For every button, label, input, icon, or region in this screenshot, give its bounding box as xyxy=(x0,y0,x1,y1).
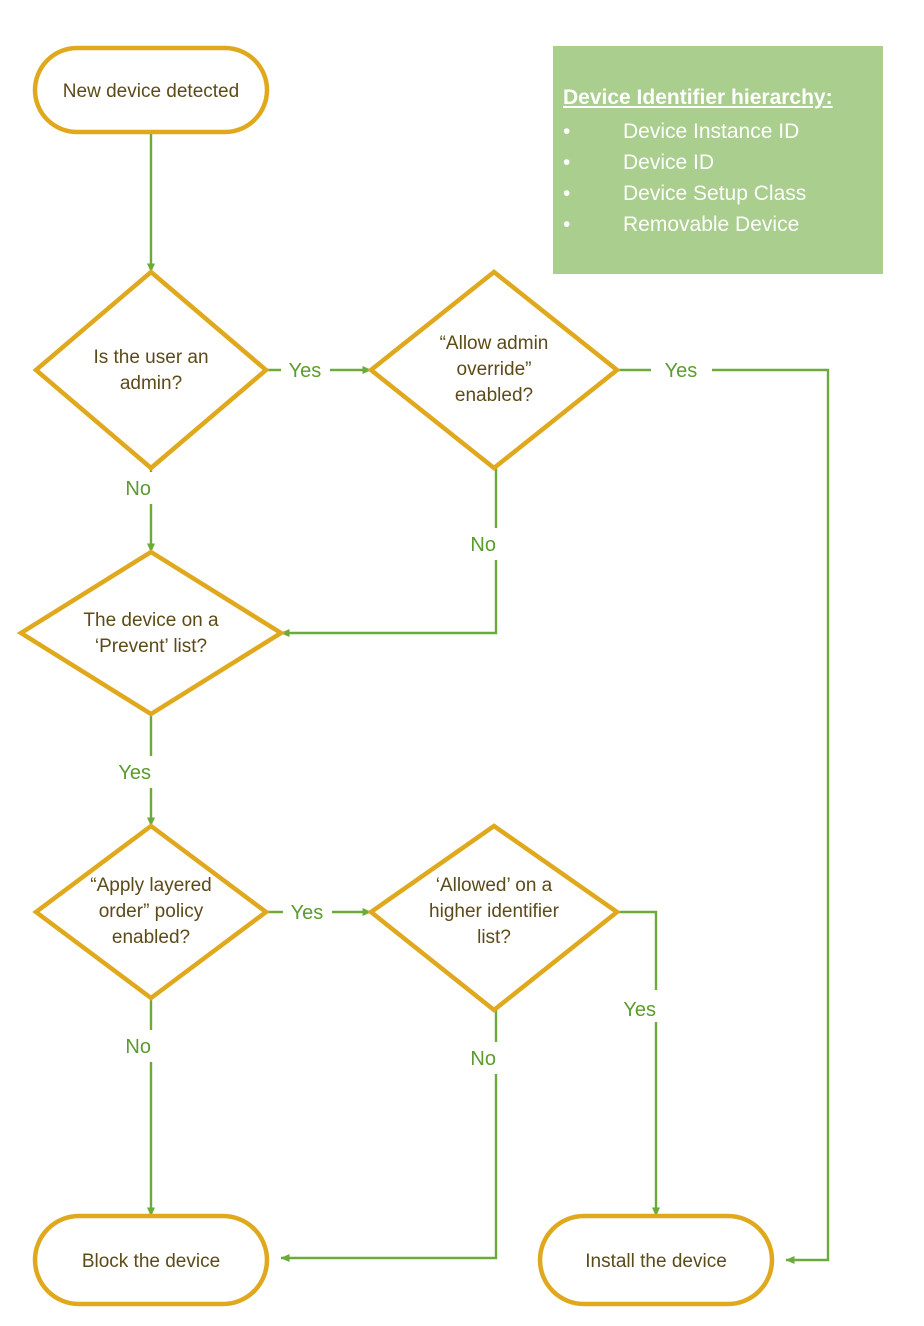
legend-list-item: • Device ID xyxy=(563,147,806,178)
node-admin-override-label-line-2: override” xyxy=(457,359,532,380)
edge-allowed-higher-yes xyxy=(617,910,656,1216)
node-start-shape xyxy=(32,45,270,135)
node-allowed-higher-label-line-3: list? xyxy=(477,927,511,948)
node-start[interactable]: New device detected xyxy=(32,45,270,135)
node-admin-override[interactable]: “Allow admin override” enabled? xyxy=(367,269,621,471)
bullet-icon: • xyxy=(563,182,571,205)
edge-label-layered-order-no: No xyxy=(125,1036,151,1058)
bullet-icon: • xyxy=(563,151,571,174)
edge-label-is-admin-no: No xyxy=(125,478,151,500)
node-allowed-higher-shape xyxy=(367,823,621,1013)
edge-label-layered-order-yes: Yes xyxy=(291,902,324,924)
legend-item-label: Device ID xyxy=(623,151,715,174)
edge-allowed-higher-no xyxy=(281,1010,498,1258)
node-allowed-higher[interactable]: ‘Allowed’ on a higher identifier list? xyxy=(367,823,621,1013)
node-admin-override-label-line-1: “Allow admin xyxy=(440,333,549,354)
bullet-icon: • xyxy=(563,120,571,143)
legend-list-item: • Removable Device xyxy=(563,209,806,240)
bullet-icon: • xyxy=(563,213,571,236)
node-allowed-higher-label-line-1: ‘Allowed’ on a xyxy=(436,875,553,896)
legend-item-label: Device Instance ID xyxy=(623,120,800,143)
node-block[interactable]: Block the device xyxy=(32,1213,270,1307)
node-is-admin-shape xyxy=(32,269,270,471)
node-prevent-list[interactable]: The device on a ‘Prevent’ list? xyxy=(16,549,286,717)
node-prevent-list-label-line-1: The device on a xyxy=(83,610,219,631)
legend-item-label: Device Setup Class xyxy=(623,182,807,205)
legend-list-item: • Device Setup Class xyxy=(563,178,806,209)
node-install-shape xyxy=(537,1213,775,1307)
edge-admin-override-no xyxy=(281,468,498,633)
edge-admin-override-yes xyxy=(617,368,830,1260)
node-allowed-higher-label-line-2: higher identifier xyxy=(429,901,560,922)
node-layered-order-label-line-3: enabled? xyxy=(112,927,190,948)
node-admin-override-shape xyxy=(367,269,621,471)
node-is-admin-label-line-2: admin? xyxy=(120,373,182,394)
edge-label-allowed-higher-yes: Yes xyxy=(623,999,656,1021)
node-layered-order-shape xyxy=(32,823,270,1001)
node-install[interactable]: Install the device xyxy=(537,1213,775,1307)
edge-label-admin-override-no: No xyxy=(470,534,496,556)
node-is-admin-label-line-1: Is the user an xyxy=(93,347,208,368)
node-block-label: Block the device xyxy=(82,1251,220,1272)
legend-item-label: Removable Device xyxy=(623,213,800,236)
legend-list-item: • Device Instance ID xyxy=(563,116,806,147)
node-prevent-list-shape xyxy=(16,549,286,717)
edge-label-allowed-higher-no: No xyxy=(470,1048,496,1070)
legend-list: • Device Instance ID • Device ID • Devic… xyxy=(563,116,806,240)
legend-title: Device Identifier hierarchy: xyxy=(563,86,833,109)
edge-label-is-admin-yes: Yes xyxy=(289,360,322,382)
node-layered-order-label-line-1: “Apply layered xyxy=(90,875,211,896)
node-start-label: New device detected xyxy=(63,81,239,102)
node-layered-order-label-line-2: order” policy xyxy=(99,901,204,922)
node-is-admin[interactable]: Is the user an admin? xyxy=(32,269,270,471)
edge-label-prevent-list-yes: Yes xyxy=(118,762,151,784)
node-layered-order[interactable]: “Apply layered order” policy enabled? xyxy=(32,823,270,1001)
node-prevent-list-label-line-2: ‘Prevent’ list? xyxy=(95,636,207,657)
node-install-label: Install the device xyxy=(585,1251,727,1272)
node-admin-override-label-line-3: enabled? xyxy=(455,385,533,406)
legend-panel: Device Identifier hierarchy: • Device In… xyxy=(553,46,883,274)
edge-label-admin-override-yes: Yes xyxy=(665,360,698,382)
node-block-shape xyxy=(32,1213,270,1307)
